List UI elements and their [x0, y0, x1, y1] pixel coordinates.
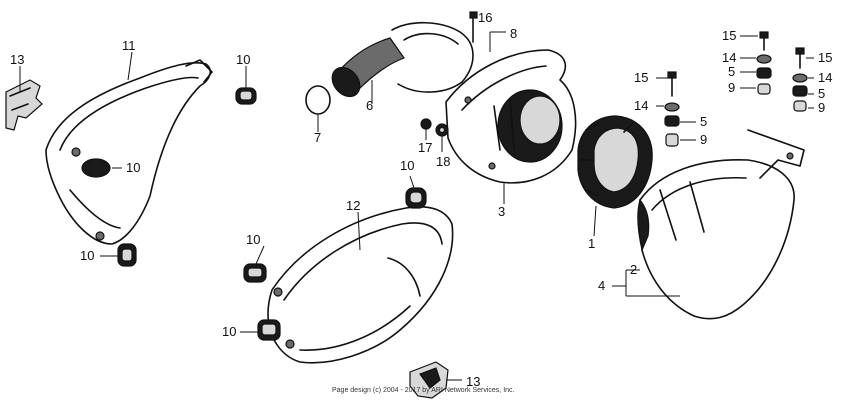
callouts: 13 11 10 10 10 6 7 16 8 17 18 10 3 12 10… — [10, 10, 832, 389]
callout-1: 1 — [588, 236, 595, 251]
grommet-bottom-left — [117, 243, 137, 267]
callout-3: 3 — [498, 204, 505, 219]
callout-12: 12 — [346, 198, 360, 213]
callout-10-d: 10 — [400, 158, 414, 173]
screw-16 — [469, 11, 478, 43]
filter-element — [577, 115, 653, 209]
callout-15-left: 15 — [722, 28, 736, 43]
callout-14-right: 14 — [818, 70, 832, 85]
callout-8: 8 — [510, 26, 517, 41]
callout-4: 4 — [598, 278, 605, 293]
callout-13-left: 13 — [10, 52, 24, 67]
callout-15-mid: 15 — [634, 70, 648, 85]
callout-7: 7 — [314, 130, 321, 145]
hardware-stack-top-right — [756, 31, 772, 95]
callout-14-left: 14 — [722, 50, 736, 65]
callout-5-mid: 5 — [700, 114, 707, 129]
callout-11: 11 — [122, 38, 136, 53]
callout-17: 17 — [418, 140, 432, 155]
callout-16: 16 — [478, 10, 492, 25]
side-cover-lower — [267, 206, 454, 364]
grommet-icon — [81, 158, 111, 178]
grommet-top-left — [235, 87, 257, 105]
bracket-plate-left — [5, 79, 43, 131]
callout-18: 18 — [436, 154, 450, 169]
grommet-18 — [435, 123, 449, 137]
callout-9-mid: 9 — [700, 132, 707, 147]
grommet-mid-top — [405, 187, 427, 209]
callout-5-left: 5 — [728, 64, 735, 79]
callout-10-b: 10 — [126, 160, 140, 175]
callout-10-e: 10 — [246, 232, 260, 247]
hardware-stack-mid — [664, 71, 680, 147]
copyright-notice: Page design (c) 2004 - 2017 by ARI Netwo… — [332, 387, 515, 394]
grommet-mid-left — [243, 263, 267, 283]
callout-2: 2 — [630, 262, 637, 277]
air-cleaner-housing — [637, 129, 805, 320]
callout-13-lower: 13 — [466, 374, 480, 389]
callout-6: 6 — [366, 98, 373, 113]
leader-lines — [19, 31, 814, 381]
grommet-bottom-mid — [257, 319, 281, 341]
callout-9-left: 9 — [728, 80, 735, 95]
nut-17 — [420, 118, 432, 130]
callout-10-a: 10 — [236, 52, 250, 67]
side-cover-left — [45, 59, 213, 245]
callout-9-right: 9 — [818, 100, 825, 115]
callout-5-right: 5 — [818, 86, 825, 101]
air-cleaner-case — [445, 49, 577, 184]
o-ring — [305, 85, 331, 115]
callout-10-c: 10 — [80, 248, 94, 263]
hardware-stack-far-right — [792, 47, 808, 112]
callout-10-f: 10 — [222, 324, 236, 339]
callout-14-mid: 14 — [634, 98, 648, 113]
intake-tube — [331, 21, 474, 98]
callout-15-right: 15 — [818, 50, 832, 65]
bracket-plate-lower — [409, 361, 449, 399]
